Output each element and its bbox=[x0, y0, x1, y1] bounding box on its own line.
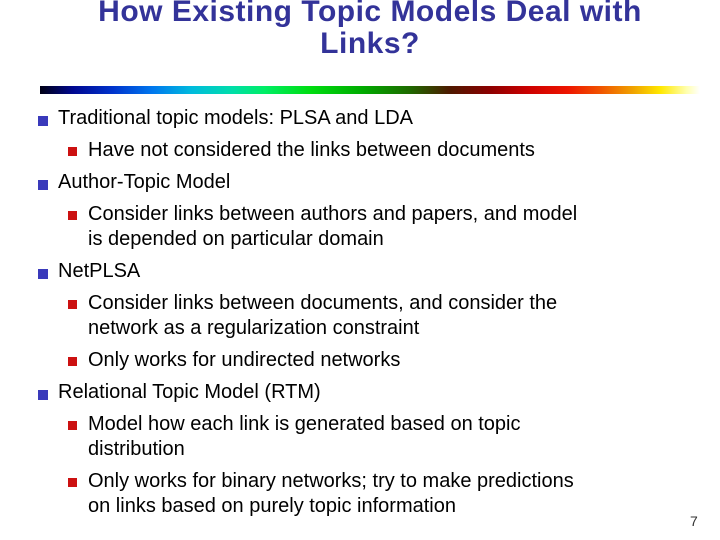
square-bullet-icon bbox=[38, 390, 48, 400]
slide-title-line2: Links? bbox=[320, 27, 420, 60]
bullet-text: distribution bbox=[88, 438, 185, 460]
bullet-text: is depended on particular domain bbox=[88, 228, 384, 250]
bullet-text: on links based on purely topic informati… bbox=[88, 495, 456, 517]
sub-bullet-item: Only works for binary networks; try to m… bbox=[0, 469, 720, 519]
rainbow-divider-bar bbox=[40, 86, 700, 94]
square-bullet-icon bbox=[68, 211, 77, 220]
square-bullet-icon bbox=[68, 147, 77, 156]
page-number: 7 bbox=[690, 513, 698, 529]
bullet-text: Author-Topic Model bbox=[58, 171, 231, 193]
square-bullet-icon bbox=[38, 180, 48, 190]
square-bullet-icon bbox=[68, 300, 77, 309]
bullet-text: Relational Topic Model (RTM) bbox=[58, 381, 321, 403]
bullet-text: Only works for undirected networks bbox=[88, 349, 401, 371]
bullet-text: network as a regularization constraint bbox=[88, 317, 420, 339]
bullet-text: Have not considered the links between do… bbox=[88, 139, 535, 161]
sub-bullet-item: Model how each link is generated based o… bbox=[0, 412, 720, 462]
bullet-text: Model how each link is generated based o… bbox=[88, 413, 521, 435]
square-bullet-icon bbox=[68, 478, 77, 487]
sub-bullet-item: Have not considered the links between do… bbox=[0, 138, 720, 163]
bullet-text: Consider links between documents, and co… bbox=[88, 292, 558, 314]
slide-title: How Existing Topic Models Deal with Link… bbox=[20, 0, 720, 60]
bullet-text: Only works for binary networks; try to m… bbox=[88, 470, 574, 492]
square-bullet-icon bbox=[38, 116, 48, 126]
bullet-text: NetPLSA bbox=[58, 260, 141, 282]
sub-bullet-item: Only works for undirected networks bbox=[0, 348, 720, 373]
slide-title-line1: How Existing Topic Models Deal with bbox=[98, 0, 642, 28]
bullet-item: Traditional topic models: PLSA and LDA bbox=[0, 106, 720, 131]
bullet-item: NetPLSA bbox=[0, 259, 720, 284]
bullet-item: Author-Topic Model bbox=[0, 170, 720, 195]
square-bullet-icon bbox=[38, 269, 48, 279]
square-bullet-icon bbox=[68, 421, 77, 430]
bullet-text: Traditional topic models: PLSA and LDA bbox=[58, 107, 414, 129]
bullet-item: Relational Topic Model (RTM) bbox=[0, 380, 720, 405]
square-bullet-icon bbox=[68, 357, 77, 366]
slide-body: Traditional topic models: PLSA and LDA H… bbox=[0, 106, 720, 526]
sub-bullet-item: Consider links between documents, and co… bbox=[0, 291, 720, 341]
sub-bullet-item: Consider links between authors and paper… bbox=[0, 202, 720, 252]
bullet-text: Consider links between authors and paper… bbox=[88, 203, 578, 225]
